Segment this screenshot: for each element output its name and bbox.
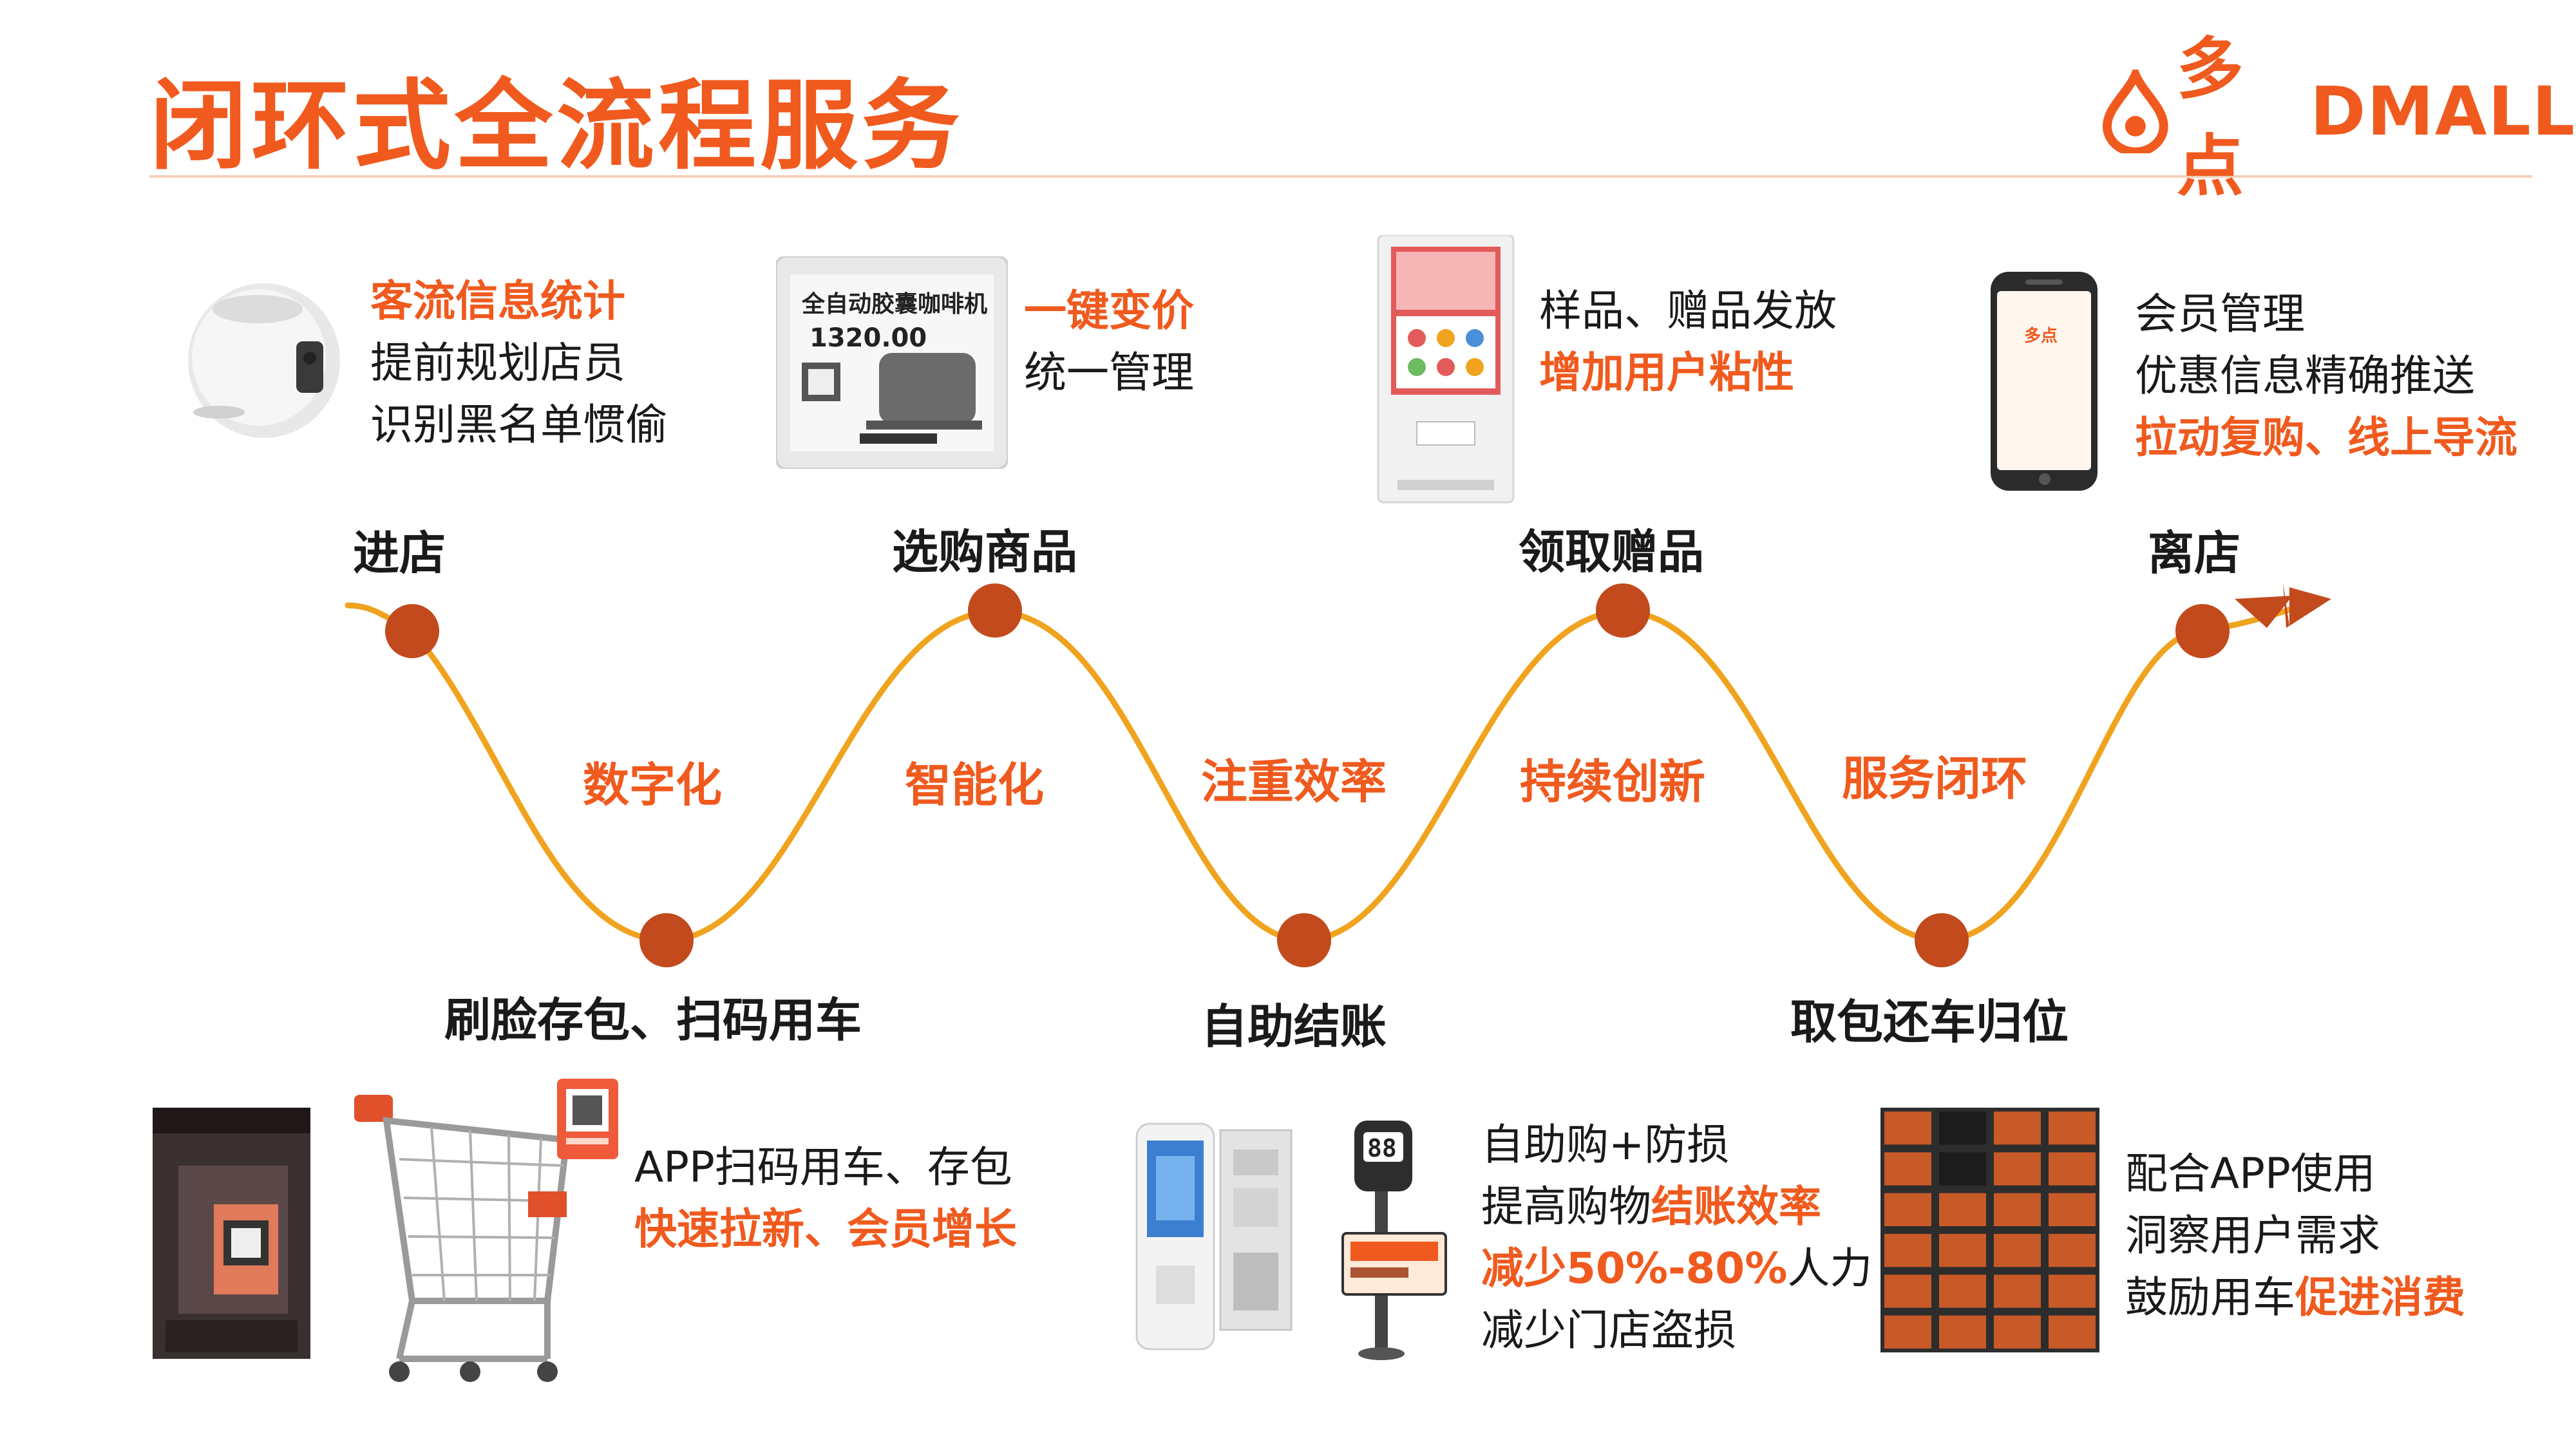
desc-selfservice-line2a: 提高购物 (1481, 1182, 1651, 1231)
theme-label-loop: 服务闭环 (1842, 752, 2028, 806)
node-select (968, 583, 1022, 638)
desc-selfservice-line2: 提高购物结账效率 (1481, 1176, 1872, 1238)
scanner-stand-image: 88 (1341, 1121, 1447, 1360)
theme-label-innovation: 持续创新 (1520, 755, 1706, 809)
theme-label-smart: 智能化 (905, 758, 1045, 812)
journey-arrowhead (2283, 583, 2331, 628)
desc-selfservice-line3: 减少50%-80%人力 (1481, 1238, 1872, 1300)
dmall-logo: 多点 DMALL (2099, 30, 2576, 205)
shopping-cart-image (354, 1095, 571, 1382)
desc-locker-line2: 洞察用户需求 (2125, 1211, 2380, 1260)
desc-locker-line1: 配合APP使用 (2125, 1149, 2376, 1198)
locker-door (2049, 1274, 2096, 1308)
desc-gift-line2: 增加用户粘性 (1539, 348, 1794, 397)
desc-selfservice-line2b: 结账效率 (1651, 1182, 1821, 1231)
desc-member-line2: 优惠信息精确推送 (2135, 351, 2475, 401)
desc-selfservice-line3b: 人力 (1787, 1244, 1873, 1293)
desc-gift-line1: 样品、赠品发放 (1539, 286, 1837, 336)
locker-door (1994, 1274, 2041, 1308)
desc-selfservice-line4: 减少门店盗损 (1481, 1305, 1736, 1355)
desc-traffic-line2: 提前规划店员 (370, 338, 625, 388)
stage-label-enter: 进店 (353, 526, 446, 580)
theme-label-digital: 数字化 (583, 758, 723, 812)
title-divider (149, 175, 2532, 178)
desc-member: 会员管理 优惠信息精确推送 拉动复购、线上导流 (2135, 283, 2517, 469)
locker-door (1939, 1234, 1986, 1267)
node-face (639, 913, 694, 967)
smartphone-app-image: 多点 (1991, 272, 2098, 491)
locker-door (2049, 1112, 2096, 1145)
locker-door (1884, 1274, 1931, 1308)
locker-door (2049, 1315, 2096, 1349)
price-tag-product-name: 全自动胶囊咖啡机 (801, 290, 987, 317)
desc-price: 一键变价 统一管理 (1024, 280, 1194, 404)
locker-door (1884, 1152, 1931, 1186)
desc-locker: 配合APP使用 洞察用户需求 鼓励用车促进消费 (2125, 1143, 2465, 1329)
page-title: 闭环式全流程服务 (149, 69, 963, 183)
locker-door (2049, 1234, 2096, 1267)
desc-selfservice: 自助购+防损 提高购物结账效率 减少50%-80%人力 减少门店盗损 (1481, 1114, 1872, 1361)
locker-doors (1884, 1112, 2096, 1349)
locker-door (1884, 1315, 1931, 1349)
desc-app-line1: APP扫码用车、存包 (634, 1142, 1012, 1192)
theme-label-efficiency: 注重效率 (1201, 755, 1387, 809)
desc-traffic-line1: 客流信息统计 (370, 276, 625, 326)
locker-door (1939, 1274, 1986, 1308)
node-leave (2175, 604, 2230, 658)
locker-door (1994, 1315, 2041, 1349)
desc-selfservice-line1: 自助购+防损 (1481, 1120, 1730, 1170)
stage-label-select: 选购商品 (892, 525, 1078, 579)
self-checkout-kiosk-image (1135, 1122, 1293, 1350)
desc-app: APP扫码用车、存包 快速拉新、会员增长 (634, 1137, 1017, 1260)
desc-price-line2: 统一管理 (1024, 348, 1194, 397)
desc-price-line1: 一键变价 (1024, 286, 1194, 336)
locker-door (2049, 1193, 2096, 1226)
smart-locker-image (1880, 1108, 2099, 1352)
locker-door (1884, 1234, 1931, 1267)
desc-locker-line3: 鼓励用车促进消费 (2125, 1267, 2465, 1329)
stage-label-return: 取包还车归位 (1790, 995, 2069, 1049)
desc-gift: 样品、赠品发放 增加用户粘性 (1539, 280, 1837, 404)
price-tag-price: 1320.00 (810, 323, 927, 353)
desc-member-line1: 会员管理 (2135, 289, 2305, 339)
locker-door (1884, 1193, 1931, 1226)
desc-locker-line3a: 鼓励用车 (2125, 1273, 2295, 1322)
locker-door (1994, 1112, 2041, 1145)
phone-app-logo: 多点 (2024, 326, 2058, 346)
scanner-display-number: 88 (1367, 1134, 1397, 1162)
locker-door (1994, 1234, 2041, 1267)
locker-door (1884, 1112, 1931, 1145)
stage-label-gift: 领取赠品 (1519, 525, 1705, 579)
ceiling-camera-image (188, 283, 340, 438)
node-enter (385, 604, 439, 658)
vending-machine-image (1377, 235, 1515, 504)
locker-door (1994, 1152, 2041, 1186)
desc-traffic-line3: 识别黑名单惯偷 (370, 400, 668, 450)
dmall-drop-icon (2102, 70, 2168, 153)
journey-arrow (2235, 596, 2293, 628)
stage-label-face: 刷脸存包、扫码用车 (444, 993, 862, 1047)
desc-traffic: 客流信息统计 提前规划店员 识别黑名单惯偷 (370, 270, 668, 456)
scan-to-use-phone-image (153, 1108, 310, 1359)
node-gift (1596, 583, 1650, 638)
electronic-price-tag-image: 全自动胶囊咖啡机 1320.00 (776, 256, 1008, 469)
desc-selfservice-line3a: 减少50%-80% (1481, 1244, 1788, 1293)
locker-door (2049, 1152, 2096, 1186)
logo-text-en: DMALL (2310, 72, 2576, 151)
locker-screen (1939, 1152, 1986, 1186)
locker-door (1994, 1193, 2041, 1226)
locker-door (1939, 1193, 1986, 1226)
node-checkout (1277, 913, 1331, 967)
stage-label-leave: 离店 (2148, 526, 2241, 580)
desc-locker-line3b: 促进消费 (2295, 1273, 2465, 1322)
node-return (1915, 913, 1969, 967)
locker-door (1939, 1315, 1986, 1349)
locker-screen (1939, 1112, 1986, 1145)
stage-label-checkout: 自助结账 (1201, 999, 1387, 1054)
logo-text-cn: 多点 (2176, 30, 2244, 205)
qr-stand-card-image (557, 1079, 618, 1159)
desc-app-line2: 快速拉新、会员增长 (634, 1204, 1017, 1254)
desc-member-line3: 拉动复购、线上导流 (2135, 413, 2517, 462)
